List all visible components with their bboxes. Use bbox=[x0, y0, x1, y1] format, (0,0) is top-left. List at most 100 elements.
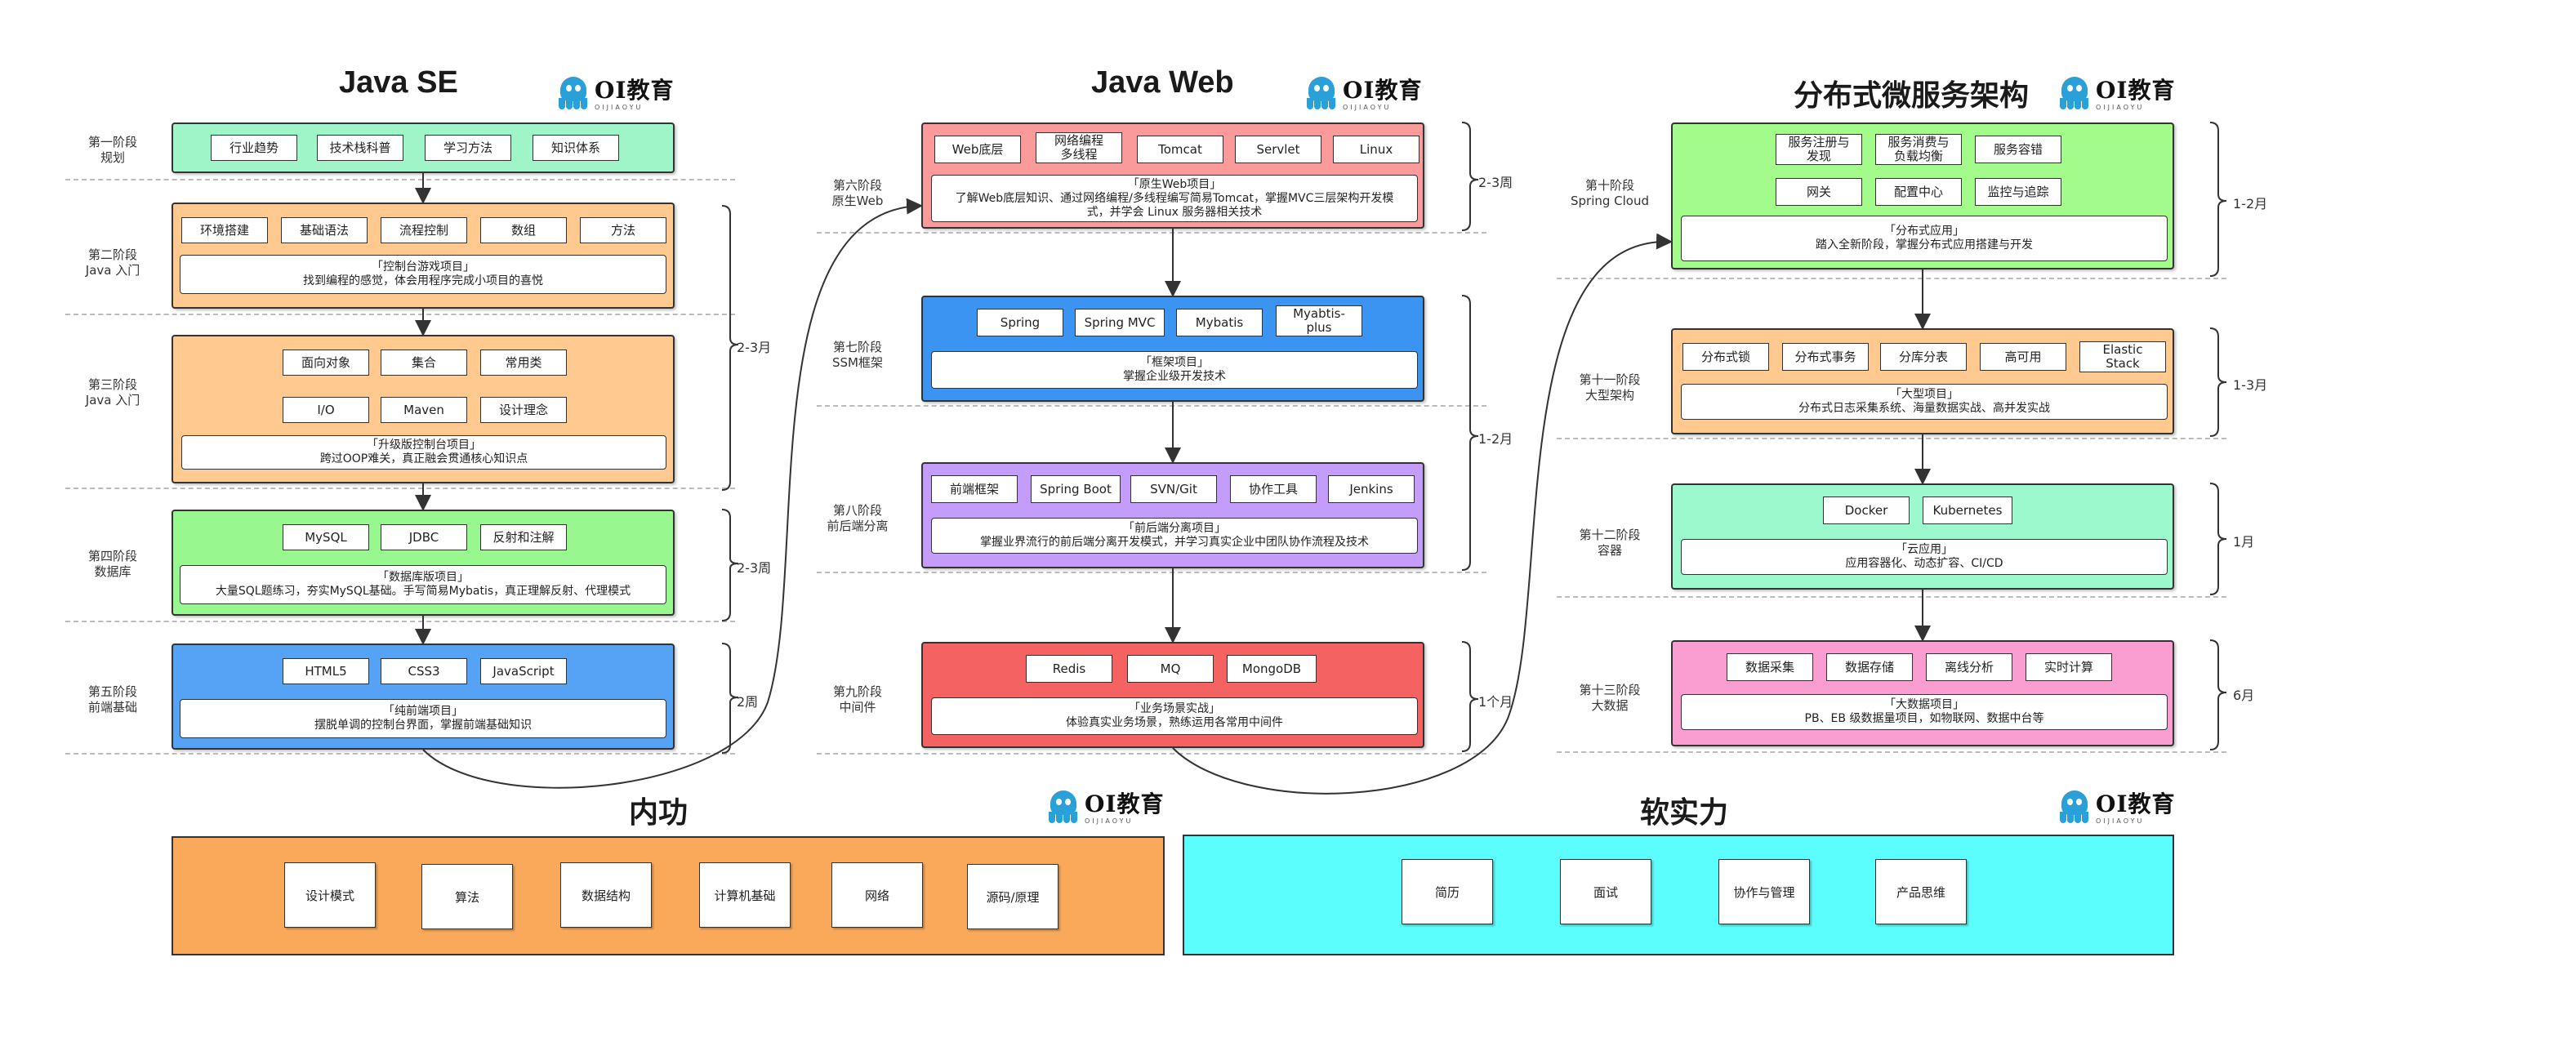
project-native-web: 「原生Web项目」了解Web底层知识、通过网络编程/多线程编写简易Tomcat，… bbox=[931, 175, 1418, 222]
divider bbox=[65, 621, 735, 622]
chip-industry-trends: 行业趋势 bbox=[211, 135, 297, 161]
chip-html5: HTML5 bbox=[283, 658, 369, 684]
divider bbox=[1557, 278, 2226, 279]
chip-fault-tolerance: 服务容错 bbox=[1975, 136, 2061, 163]
brace bbox=[1461, 295, 1479, 571]
project-console-game: 「控制台游戏项目」找到编程的感觉，体会用程序完成小项目的喜悦 bbox=[180, 255, 666, 294]
project-separation: 「前后端分离项目」掌握业界流行的前后端分离开发模式，并学习真实企业中团队协作流程… bbox=[931, 518, 1418, 554]
chip-distributed-tx: 分布式事务 bbox=[1782, 343, 1869, 371]
stage-label-1: 第一阶段规划 bbox=[87, 135, 137, 165]
stage-label-9: 第九阶段中间件 bbox=[832, 684, 882, 715]
neigong-item: 算法 bbox=[421, 864, 513, 929]
project-upgraded-console: 「升级版控制台项目」跨过OOP难关，真正融会贯通核心知识点 bbox=[181, 435, 666, 470]
soft-skill-item: 面试 bbox=[1560, 859, 1651, 924]
chip-mysql: MySQL bbox=[283, 524, 369, 550]
chip-spring-boot: Spring Boot bbox=[1031, 475, 1121, 503]
project-database: 「数据库版项目」大量SQL题练习，夯实MySQL基础。手写简易Mybatis，真… bbox=[180, 565, 666, 604]
chip-web-low-level: Web底层 bbox=[934, 136, 1021, 163]
chip-tech-stack: 技术栈科普 bbox=[317, 135, 403, 161]
divider bbox=[817, 753, 1486, 755]
chip-data-collection: 数据采集 bbox=[1727, 653, 1813, 681]
neigong-item: 设计模式 bbox=[284, 862, 376, 928]
divider bbox=[817, 572, 1486, 573]
chip-collections: 集合 bbox=[381, 350, 467, 376]
soft-skill-item: 产品思维 bbox=[1875, 859, 1967, 924]
chip-reflection: 反射和注解 bbox=[480, 524, 567, 550]
logo-text: OI教育 bbox=[2096, 790, 2176, 817]
soft-skill-item: 协作与管理 bbox=[1718, 859, 1810, 924]
chip-jenkins: Jenkins bbox=[1328, 475, 1415, 503]
chip-maven: Maven bbox=[381, 397, 467, 423]
divider bbox=[817, 405, 1486, 407]
neigong-item: 数据结构 bbox=[560, 862, 652, 928]
logo-text: OI教育 bbox=[595, 76, 675, 104]
duration-label: 6月 bbox=[2233, 688, 2255, 703]
stage-label-6: 第六阶段原生Web bbox=[831, 178, 884, 208]
soft-skills-box bbox=[1183, 835, 2174, 955]
chip-common-classes: 常用类 bbox=[480, 350, 567, 376]
duration-label: 1-3月 bbox=[2233, 377, 2268, 393]
stage-label-12: 第十二阶段容器 bbox=[1579, 528, 1641, 558]
logo-subtext: OIJIAOYU bbox=[595, 103, 644, 111]
project-cloud: 「云应用」应用容器化、动态扩容、CI/CD bbox=[1681, 539, 2168, 575]
chip-study-method: 学习方法 bbox=[425, 135, 511, 161]
project-business-scenario: 「业务场景实战」体验真实业务场景，熟练运用各常用中间件 bbox=[931, 697, 1418, 735]
soft-skill-item: 简历 bbox=[1402, 859, 1493, 924]
chip-docker: Docker bbox=[1823, 497, 1910, 524]
brace bbox=[721, 509, 739, 621]
title-java-se: Java SE bbox=[339, 65, 458, 100]
brace bbox=[2209, 122, 2227, 277]
stage-label-11: 第十一阶段大型架构 bbox=[1579, 372, 1641, 403]
divider bbox=[65, 488, 735, 489]
neigong-item: 源码/原理 bbox=[967, 864, 1058, 929]
chip-mybatis: Mybatis bbox=[1176, 309, 1263, 336]
chip-monitoring: 监控与追踪 bbox=[1975, 178, 2061, 206]
duration-label: 1-2月 bbox=[1478, 431, 1513, 447]
duration-label: 1-2月 bbox=[2233, 196, 2268, 212]
chip-svn-git: SVN/Git bbox=[1130, 475, 1217, 503]
logo-subtext: OIJIAOYU bbox=[1085, 817, 1134, 825]
octopus-icon bbox=[557, 77, 590, 113]
project-framework: 「框架项目」掌握企业级开发技术 bbox=[931, 351, 1418, 389]
chip-servlet: Servlet bbox=[1235, 136, 1321, 163]
title-distributed: 分布式微服务架构 bbox=[1794, 78, 2030, 112]
octopus-icon bbox=[1305, 77, 1338, 113]
logo-subtext: OIJIAOYU bbox=[2096, 817, 2145, 825]
divider bbox=[1557, 438, 2226, 439]
divider bbox=[65, 753, 735, 755]
project-frontend: 「纯前端项目」摆脱单调的控制台界面，掌握前端基础知识 bbox=[180, 699, 666, 738]
chip-knowledge-system: 知识体系 bbox=[533, 135, 619, 161]
chip-spring: Spring bbox=[977, 309, 1063, 336]
chip-basic-syntax: 基础语法 bbox=[281, 217, 368, 243]
chip-offline-analysis: 离线分析 bbox=[1926, 653, 2012, 681]
duration-label: 2-3月 bbox=[737, 340, 772, 355]
title-soft-skills: 软实力 bbox=[1640, 796, 1729, 830]
chip-env-setup: 环境搭建 bbox=[181, 217, 268, 243]
chip-distributed-lock: 分布式锁 bbox=[1682, 343, 1769, 371]
brace bbox=[721, 643, 739, 754]
octopus-icon bbox=[2058, 790, 2091, 826]
chip-oop: 面向对象 bbox=[283, 350, 369, 376]
chip-mybatis-plus: Myabtis- plus bbox=[1276, 305, 1362, 336]
stage-label-13: 第十三阶段大数据 bbox=[1579, 683, 1641, 713]
chip-mq: MQ bbox=[1127, 655, 1214, 683]
duration-label: 1月 bbox=[2233, 534, 2255, 550]
chip-network-threads: 网络编程 多线程 bbox=[1036, 132, 1122, 163]
duration-label: 1个月 bbox=[1478, 694, 1513, 710]
chip-config-center: 配置中心 bbox=[1875, 178, 1962, 206]
duration-label: 2-3周 bbox=[737, 560, 772, 576]
brace bbox=[2209, 483, 2227, 595]
chip-tomcat: Tomcat bbox=[1137, 136, 1223, 163]
divider bbox=[1557, 751, 2226, 753]
project-distributed-app: 「分布式应用」踏入全新阶段，掌握分布式应用搭建与开发 bbox=[1681, 216, 2168, 261]
chip-realtime-compute: 实时计算 bbox=[2026, 653, 2112, 681]
logo-text: OI教育 bbox=[1343, 76, 1423, 104]
stage-label-8: 第八阶段前后端分离 bbox=[827, 503, 889, 533]
